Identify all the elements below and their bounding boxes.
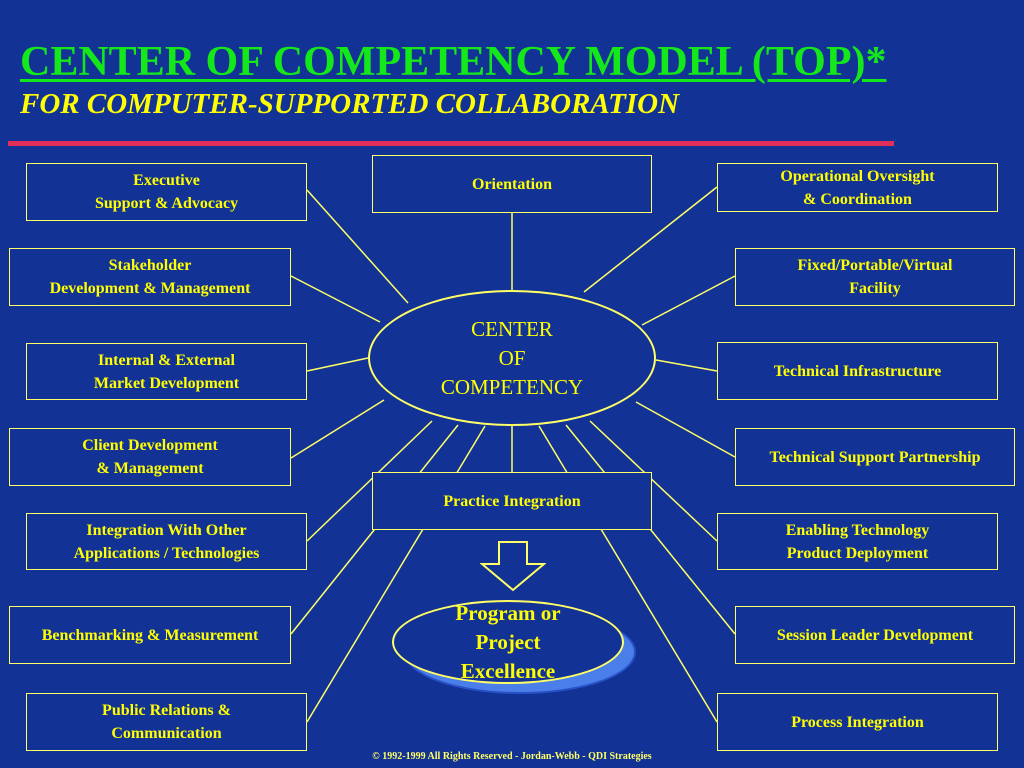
box-executive-support: Executive Support & Advocacy	[26, 163, 307, 221]
title-divider	[8, 141, 894, 146]
box-process-integration: Process Integration	[717, 693, 998, 751]
box-facility: Fixed/Portable/Virtual Facility	[735, 248, 1015, 306]
copyright-footer: © 1992-1999 All Rights Reserved - Jordan…	[372, 751, 652, 762]
connector-left-5	[306, 420, 433, 542]
connector-right-1	[583, 186, 718, 293]
connector-right-4	[635, 401, 736, 458]
center-of-competency-hub: CENTER OF COMPETENCY	[368, 290, 656, 426]
box-operational-oversight: Operational Oversight & Coordination	[717, 163, 998, 212]
connector-left-2	[290, 275, 381, 323]
box-benchmarking: Benchmarking & Measurement	[9, 606, 291, 664]
box-session-leader: Session Leader Development	[735, 606, 1015, 664]
down-arrow-icon	[480, 541, 546, 592]
box-public-relations: Public Relations & Communication	[26, 693, 307, 751]
box-market-development: Internal & External Market Development	[26, 343, 307, 400]
connector-right-5	[589, 420, 718, 542]
box-practice-integration: Practice Integration	[372, 472, 652, 530]
box-integration-applications: Integration With Other Applications / Te…	[26, 513, 307, 570]
connector-left-4	[290, 399, 385, 459]
box-technical-infrastructure: Technical Infrastructure	[717, 342, 998, 400]
box-orientation: Orientation	[372, 155, 652, 213]
page-title: CENTER OF COMPETENCY MODEL (TOP)*	[20, 39, 887, 85]
connector-right-3	[655, 359, 718, 372]
connector-left-1	[306, 189, 409, 304]
box-technical-support: Technical Support Partnership	[735, 428, 1015, 486]
connector-left-3	[306, 357, 369, 372]
box-enabling-technology: Enabling Technology Product Deployment	[717, 513, 998, 570]
box-client-development: Client Development & Management	[9, 428, 291, 486]
outcome-program-excellence: Program or Project Excellence	[392, 600, 624, 684]
page-subtitle: FOR COMPUTER-SUPPORTED COLLABORATION	[20, 88, 680, 120]
connector-right-2	[641, 275, 736, 326]
box-stakeholder-development: Stakeholder Development & Management	[9, 248, 291, 306]
